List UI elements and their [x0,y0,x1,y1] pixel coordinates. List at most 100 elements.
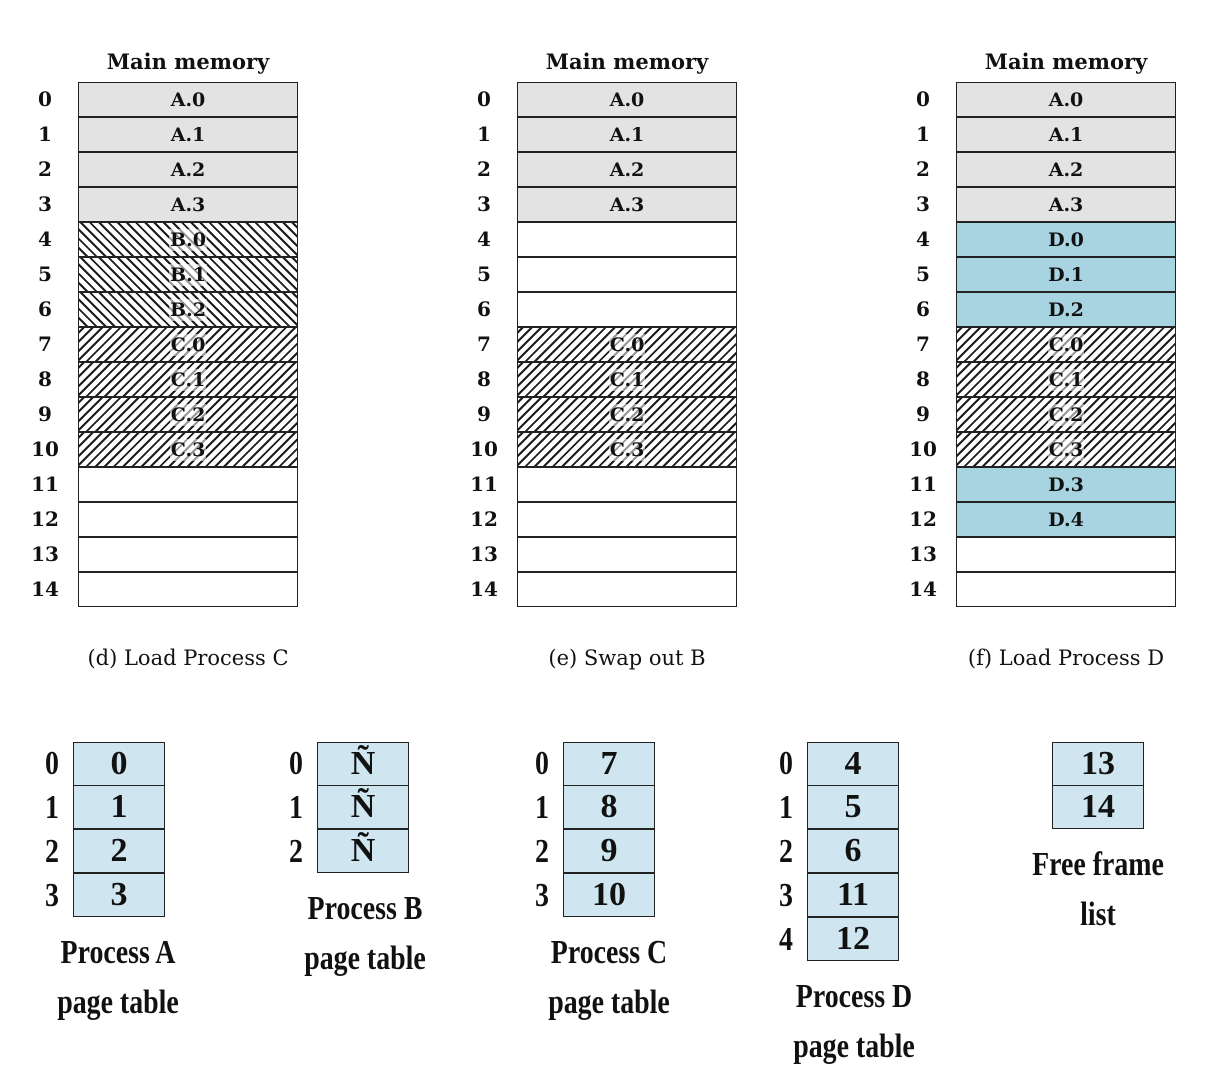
frame-cell [517,536,737,572]
frame-cell: A.0 [956,82,1176,117]
frame-cell: A.1 [517,116,737,152]
frame-cell: C.0 [956,326,1176,362]
frame-number-cell: Ñ [317,785,409,829]
frame-number: 8 [38,367,52,391]
frame-number: 14 [31,577,59,601]
frame-cell: C.2 [956,396,1176,432]
frame-cell: D.1 [956,256,1176,292]
frame-page-label: A.1 [170,123,206,146]
frame-number-cell: 4 [807,742,899,786]
page-number: 0 [535,745,549,782]
frame-cell: B.2 [78,291,298,327]
frame-cell: A.2 [78,151,298,187]
frame-number: 6 [916,297,930,321]
frame-cell: C.1 [956,361,1176,397]
frame-cell: A.0 [78,82,298,117]
frame-page-label: A.0 [170,89,206,111]
frame-number: 1 [477,122,491,146]
frame-cell: A.0 [517,82,737,117]
frame-number: 9 [477,402,491,426]
frame-number: 3 [38,192,52,216]
frame-page-label: A.3 [609,193,645,216]
frame-number: 1 [38,122,52,146]
frame-number: 10 [909,437,937,461]
memory-frame-row: 1 A.1 [38,116,298,152]
memory-frame-row: 7 C.0 [916,326,1176,362]
frame-page-label: A.2 [170,158,206,181]
frame-number: 9 [916,402,930,426]
frame-number: 8 [477,367,491,391]
page-number: 1 [779,789,793,826]
frame-number: 0 [916,87,930,111]
frame-page-label: C.1 [1047,368,1085,391]
frame-cell: C.1 [78,361,298,397]
memory-frame-row: 13 [470,536,737,572]
frame-page-label: C.0 [169,333,207,356]
frame-page-label: C.0 [1047,333,1085,356]
page-number: 3 [45,877,59,914]
frame-page-label: C.3 [169,438,207,461]
memory-frame-row: 14 [31,571,298,607]
frame-number: 13 [909,542,937,566]
frame-cell: C.3 [517,431,737,467]
frame-page-label: B.2 [169,298,207,321]
frame-number: 0 [38,87,52,111]
frame-page-label: C.3 [608,438,646,461]
frame-number: 7 [916,332,930,356]
frame-page-label: B.1 [169,263,207,286]
frame-number: 13 [31,542,59,566]
frame-page-label: B.0 [169,228,207,251]
frame-number: 11 [470,472,498,496]
frame-number-cell: Ñ [317,829,409,873]
frame-number: 13 [470,542,498,566]
page-number: 2 [779,833,793,870]
memory-frame-row: 1 A.1 [477,116,737,152]
frame-number-cell: 0 [73,742,165,786]
frame-cell: C.0 [78,326,298,362]
frame-number: 4 [916,227,930,251]
frame-cell: C.0 [517,326,737,362]
frame-page-label: D.4 [1048,508,1084,531]
frame-cell: A.3 [956,186,1176,222]
page-table-label-line2: page table [793,1028,915,1065]
page-number: 1 [45,789,59,826]
memory-frame-row: 14 [470,571,737,607]
frame-cell: A.3 [517,186,737,222]
frame-page-label: C.2 [1047,403,1085,426]
frame-number: 14 [470,577,498,601]
frame-cell: C.2 [517,396,737,432]
frame-page-label: A.3 [1048,193,1084,216]
frame-cell [78,571,298,607]
frame-number: 10 [470,437,498,461]
frame-number: 7 [477,332,491,356]
memory-frame-row: 5 [477,256,737,292]
frame-cell: B.1 [78,256,298,292]
frame-cell: A.2 [956,151,1176,187]
frame-number-cell: 7 [563,742,655,786]
frame-cell: D.0 [956,221,1176,257]
frame-number: 12 [31,507,59,531]
page-number: 1 [535,789,549,826]
frame-cell [517,291,737,327]
frame-number-cell: 1 [73,785,165,829]
page-number: 2 [45,833,59,870]
free-frame-cell: 13 [1052,742,1144,786]
page-number: 0 [289,745,303,782]
frame-number-cell: 6 [807,829,899,873]
free-frame-cell: 14 [1052,785,1144,829]
memory-frame-row: 12 [470,501,737,537]
memory-title: Main memory [984,49,1148,74]
